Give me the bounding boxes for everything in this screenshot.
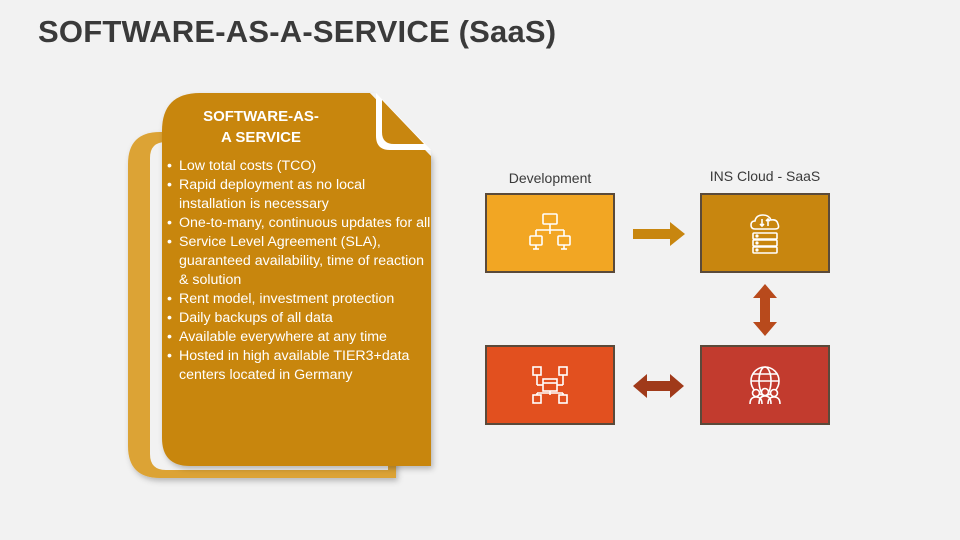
document-heading-line2: A SERVICE — [220, 129, 302, 146]
feature-item: One-to-many, continuous updates for all — [166, 214, 431, 233]
feature-item: Service Level Agreement (SLA), guarantee… — [166, 233, 431, 290]
cloud-label: INS Cloud - SaaS — [709, 168, 821, 184]
structure-box — [485, 345, 615, 425]
feature-item: Low total costs (TCO) — [166, 157, 431, 176]
feature-item: Hosted in high available TIER3+data cent… — [166, 347, 431, 385]
cloud-box — [700, 193, 830, 273]
document-heading-line1: SOFTWARE-AS- — [203, 108, 319, 125]
globe-users-icon — [749, 366, 781, 405]
network-computers-icon — [529, 213, 571, 250]
development-box — [485, 193, 615, 273]
arrow-horizontal-double — [633, 374, 684, 398]
arrow-vertical-double — [753, 284, 777, 336]
feature-item: Daily backups of all data — [166, 309, 431, 328]
feature-item: Rapid deployment as no local installatio… — [166, 176, 431, 214]
arrow-right — [633, 222, 685, 246]
hierarchy-boxes-icon — [532, 366, 568, 404]
development-label: Development — [508, 170, 592, 186]
users-box — [700, 345, 830, 425]
document-heading: SOFTWARE-AS- A SERVICE — [200, 106, 322, 148]
page-title: SOFTWARE-AS-A-SERVICE (SaaS) — [38, 14, 557, 49]
feature-item: Available everywhere at any time — [166, 328, 431, 347]
feature-item: Rent model, investment protection — [166, 290, 431, 309]
cloud-server-icon — [750, 214, 780, 254]
feature-list: Low total costs (TCO) Rapid deployment a… — [166, 157, 431, 385]
